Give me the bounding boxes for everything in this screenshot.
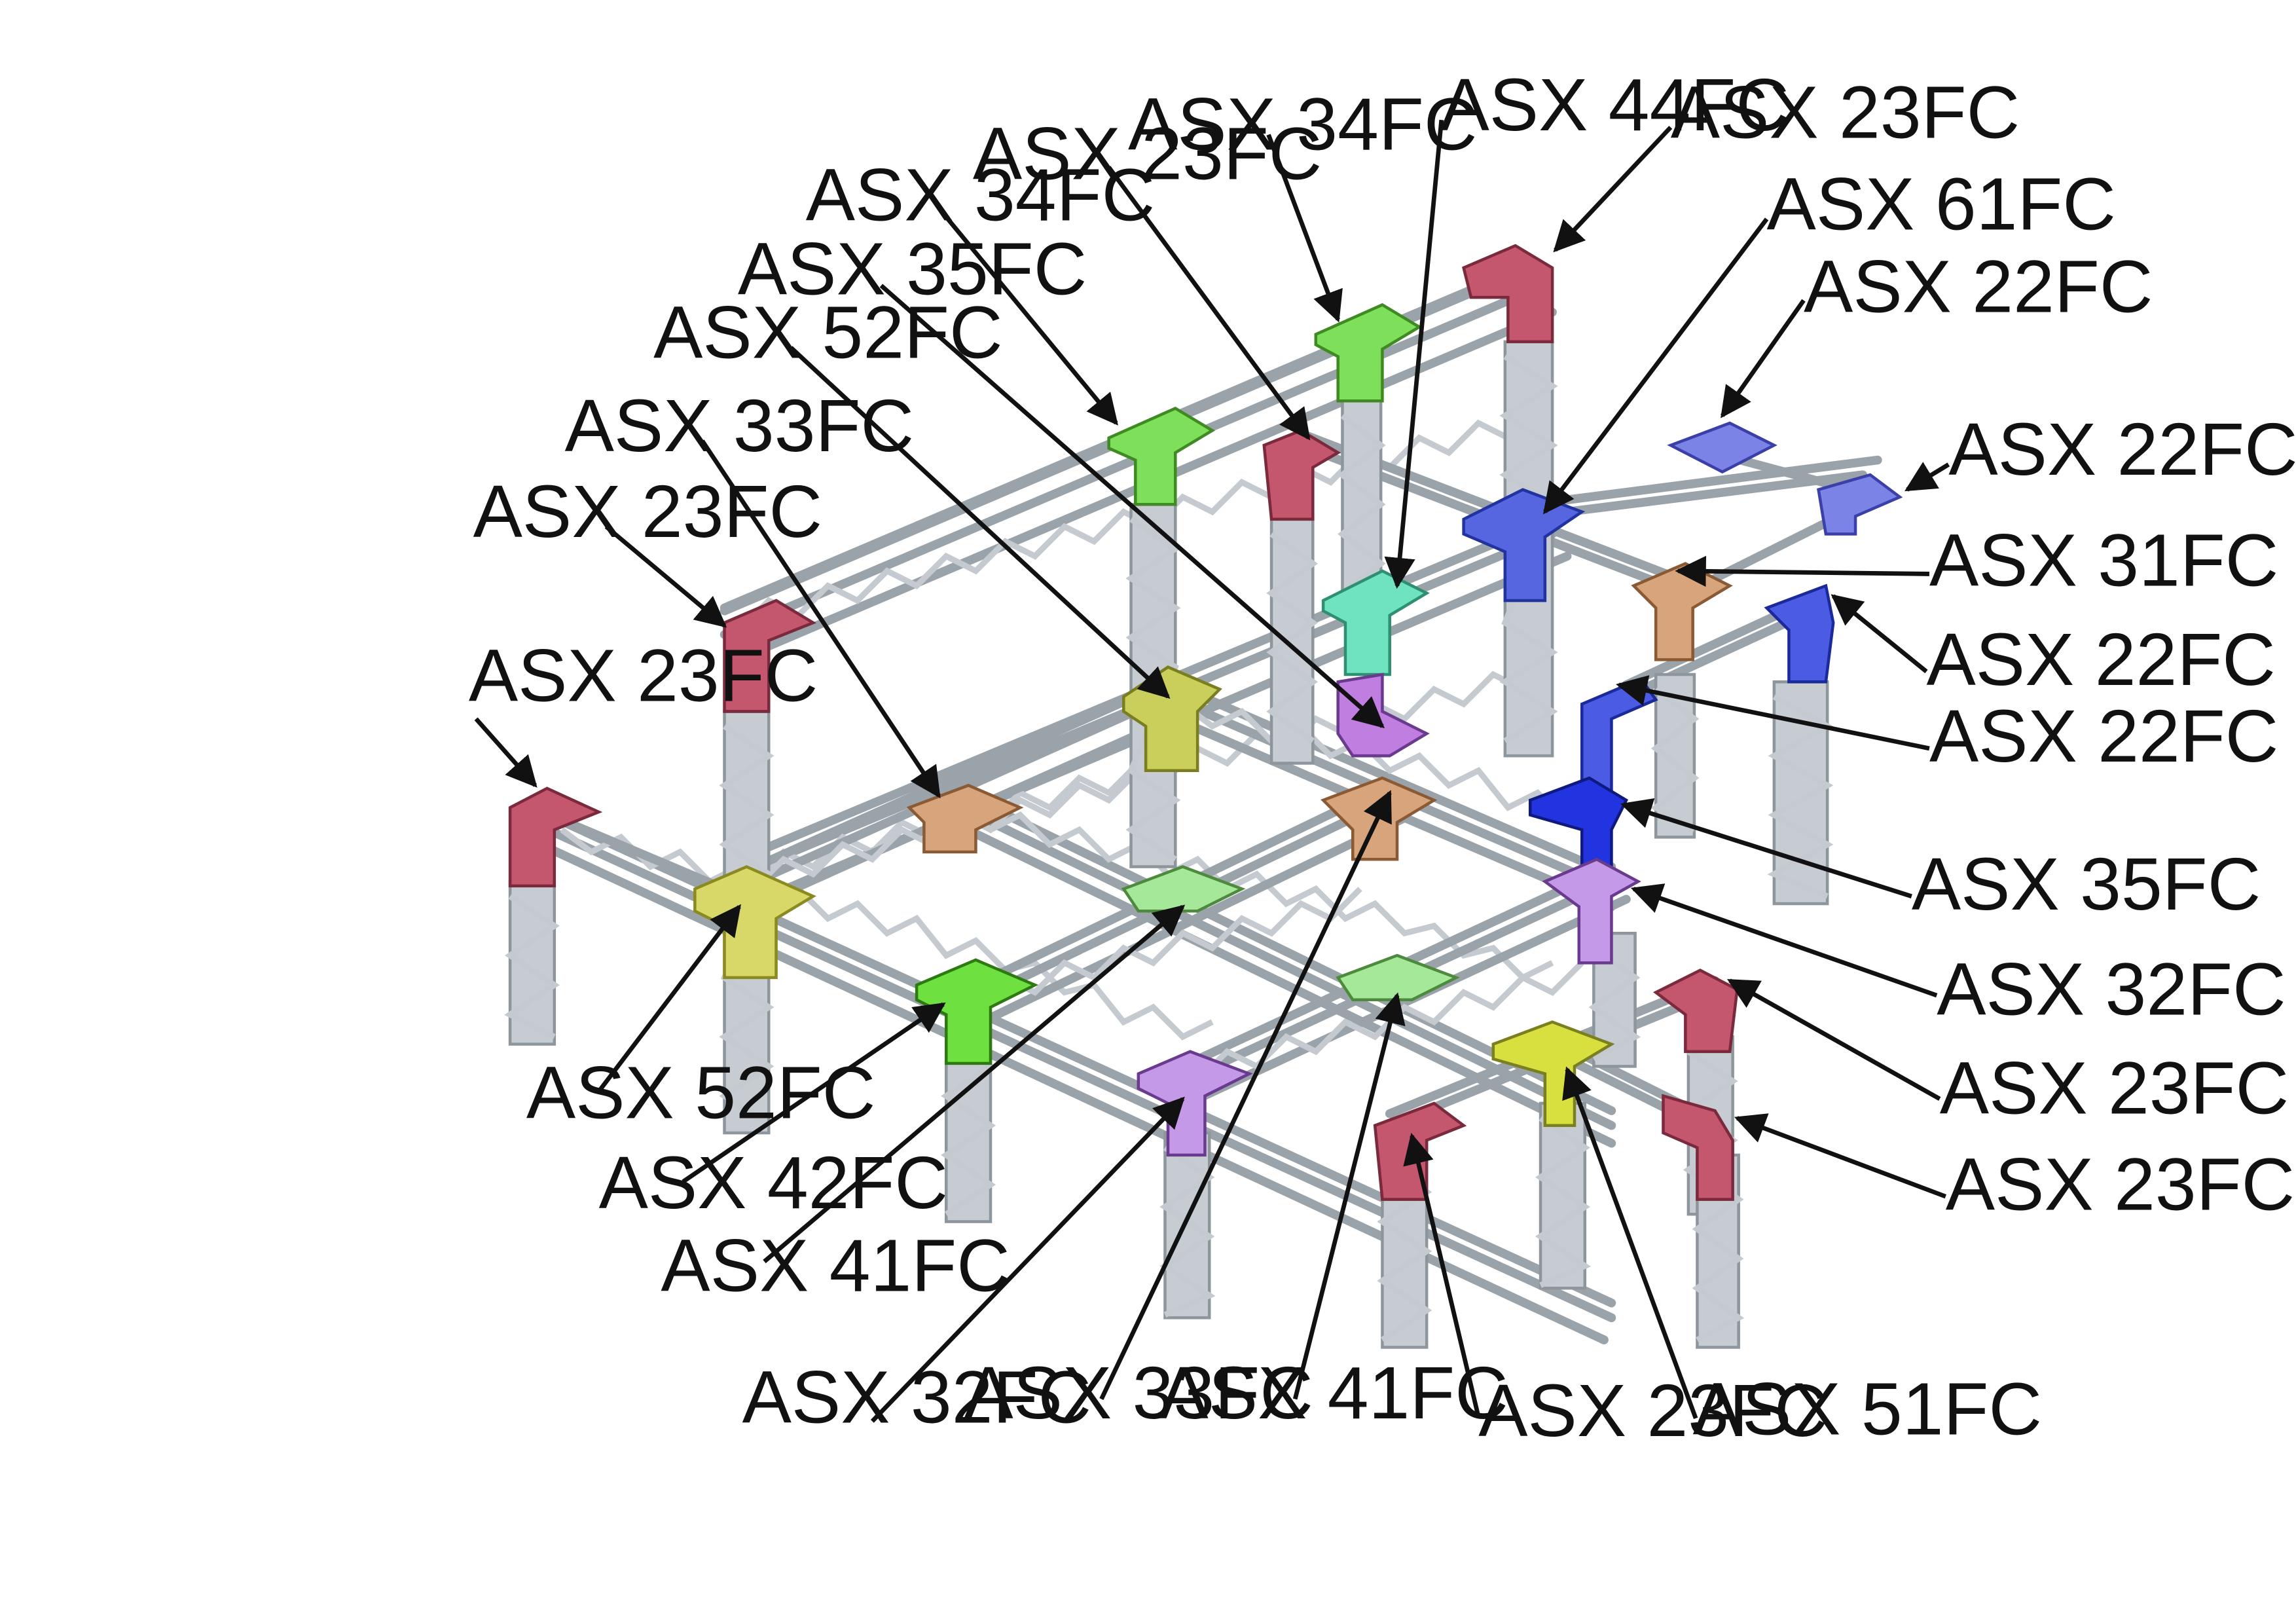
- connector-labels: ASX 34FC ASX 23FC ASX 34FC ASX 23FC ASX …: [469, 64, 2296, 1452]
- connector-block: [1107, 406, 1216, 506]
- connector-block: [1662, 1094, 1734, 1201]
- leader-line: [789, 346, 1171, 699]
- leader-line: [1099, 790, 1392, 1400]
- label-asx-23fc: ASX 23FC: [1478, 1369, 1827, 1452]
- connector-block: [906, 783, 1024, 854]
- truss-leg: [1767, 680, 1834, 906]
- label-asx-35fc: ASX 35FC: [1912, 843, 2261, 925]
- label-asx-32fc: ASX 32FC: [1937, 948, 2286, 1030]
- leader-line: [1266, 134, 1343, 323]
- label-asx-23fc: ASX 23FC: [473, 470, 822, 553]
- label-asx-51fc: ASX 51FC: [1693, 1368, 2042, 1450]
- connector-block: [1542, 857, 1641, 965]
- connector-block: [1461, 244, 1554, 344]
- leader-line: [1542, 217, 1769, 515]
- label-asx-31fc: ASX 31FC: [1929, 519, 2278, 601]
- leader-lines: [474, 119, 1950, 1423]
- label-asx-22fc: ASX 22FC: [1804, 246, 2153, 328]
- leader-line: [879, 284, 1385, 729]
- label-asx-35fc: ASX 35FC: [738, 228, 1087, 310]
- connector-block: [1652, 969, 1739, 1054]
- connector-block: [1462, 488, 1586, 602]
- leader-line: [1630, 883, 1938, 998]
- truss-leg: [1535, 1101, 1592, 1290]
- leader-line: [1616, 675, 1930, 751]
- leader-line: [870, 1096, 1185, 1423]
- label-asx-22fc: ASX 22FC: [1926, 618, 2275, 701]
- label-asx-33fc: ASX 33FC: [565, 384, 914, 467]
- truss-leg: [1159, 1131, 1216, 1320]
- truss-leg: [504, 879, 560, 1046]
- leader-line: [1292, 992, 1406, 1400]
- label-asx-23fc: ASX 23FC: [1671, 71, 2020, 153]
- connector-block: [508, 786, 603, 888]
- leader-line: [939, 210, 1118, 426]
- connector-block: [1491, 1020, 1615, 1127]
- leader-line: [1726, 978, 1941, 1101]
- leader-line: [1553, 126, 1673, 253]
- leader-line: [1620, 798, 1912, 898]
- label-asx-22fc: ASX 22FC: [1929, 695, 2278, 777]
- label-asx-34fc: ASX 34FC: [806, 154, 1155, 236]
- label-asx-41fc: ASX 41FC: [661, 1225, 1010, 1307]
- truss-leg: [1266, 517, 1319, 765]
- label-asx-22fc: ASX 22FC: [1948, 408, 2296, 490]
- label-asx-32fc: ASX 32FC: [742, 1356, 1091, 1439]
- label-asx-34fc: ASX 34FC: [1128, 83, 1477, 165]
- label-asx-52fc: ASX 52FC: [653, 291, 1002, 374]
- label-asx-52fc: ASX 52FC: [526, 1051, 875, 1134]
- label-asx-33fc: ASX 33FC: [964, 1352, 1313, 1434]
- connectors: [508, 244, 1903, 1201]
- leader-line: [1721, 299, 1806, 418]
- label-asx-23fc: ASX 23FC: [973, 112, 1322, 194]
- connector-block: [1336, 953, 1460, 1002]
- truss-leg: [1650, 673, 1700, 839]
- leader-line: [1403, 1132, 1481, 1418]
- connector-block: [693, 865, 816, 980]
- leader-line: [700, 439, 941, 799]
- label-asx-61fc: ASX 61FC: [1767, 162, 2116, 245]
- label-asx-42fc: ASX 42FC: [599, 1141, 948, 1224]
- label-asx-44fc: ASX 44FC: [1440, 64, 1789, 146]
- leader-line: [1106, 166, 1311, 441]
- label-asx-23fc: ASX 23FC: [469, 635, 818, 717]
- connector-block: [1764, 583, 1835, 684]
- leader-line: [1831, 594, 1928, 674]
- leader-line: [1384, 119, 1444, 589]
- label-asx-23fc: ASX 23FC: [1946, 1143, 2295, 1225]
- connector-block: [1667, 421, 1777, 474]
- connector-block: [723, 599, 817, 713]
- leader-line: [604, 525, 727, 628]
- leader-line: [1734, 1113, 1946, 1199]
- leader-line: [596, 904, 741, 1093]
- label-asx-41fc: ASX 41FC: [1159, 1352, 1508, 1434]
- leader-line: [682, 1002, 946, 1184]
- leader-line: [474, 717, 538, 788]
- label-asx-23fc: ASX 23FC: [1940, 1047, 2289, 1130]
- connector-block: [1817, 473, 1903, 536]
- leader-line: [763, 904, 1186, 1264]
- connector-block: [1137, 1050, 1253, 1157]
- leader-line: [1562, 1066, 1698, 1420]
- connector-block: [1336, 673, 1430, 758]
- connector-block: [1121, 865, 1246, 913]
- leader-line: [1675, 555, 1930, 587]
- leader-line: [1904, 462, 1950, 492]
- connector-block: [1314, 303, 1423, 403]
